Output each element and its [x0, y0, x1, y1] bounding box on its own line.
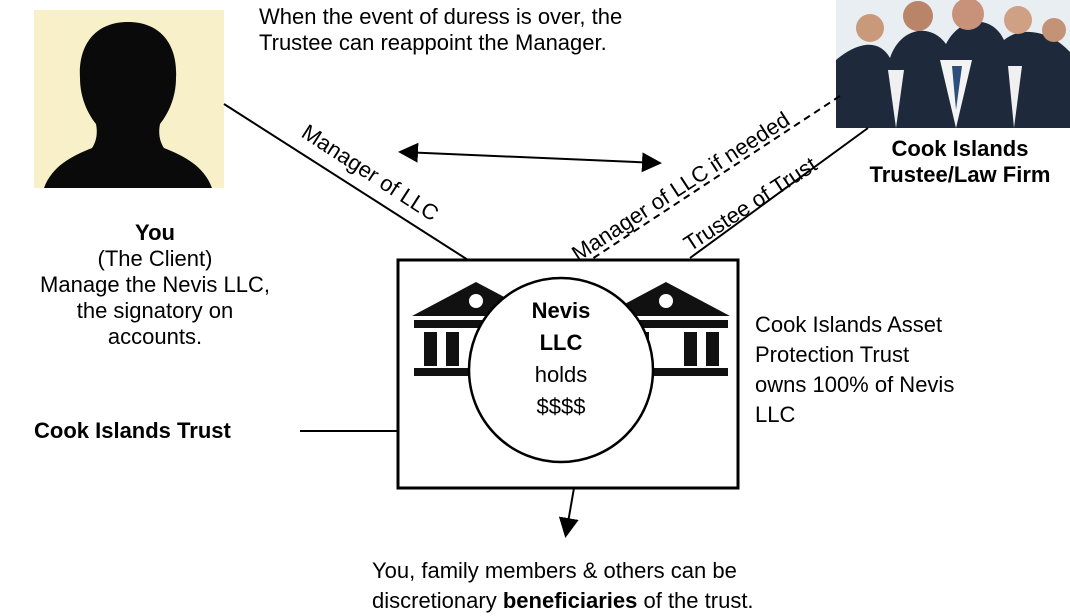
llc-verb: holds: [534, 362, 588, 387]
trustee-label: Cook Islands Trustee/Law Firm: [850, 136, 1070, 188]
llc-name-line2: LLC: [539, 330, 583, 355]
manager-if-needed-dashed-line: [559, 95, 841, 281]
llc-text: Nevis LLC holds $$$$: [501, 298, 621, 420]
client-desc-line1: Manage the Nevis LLC,: [40, 272, 270, 297]
trust-description: Cook Islands Asset Protection Trust owns…: [755, 310, 1055, 430]
edge-label-manager-llc: Manager of LLC: [297, 119, 443, 226]
llc-circle: [467, 276, 655, 464]
beneficiaries-line2: discretionary beneficiaries of the trust…: [372, 586, 972, 616]
trust-desc-line3: owns 100% of Nevis: [755, 372, 955, 397]
beneficiaries-line1: You, family members & others can be: [372, 558, 737, 583]
client-name: You: [135, 220, 175, 245]
top-note-line1: When the event of duress is over, the: [259, 4, 623, 29]
llc-name-line1: Nevis: [531, 298, 591, 323]
client-desc-line2: the signatory on: [76, 298, 234, 323]
top-note: When the event of duress is over, the Tr…: [259, 4, 819, 56]
client-desc-line3: accounts.: [107, 324, 203, 349]
client-description: You (The Client) Manage the Nevis LLC, t…: [0, 220, 310, 350]
client-role: (The Client): [97, 246, 213, 271]
trust-desc-line4: LLC: [755, 402, 796, 427]
trustee-line1: Cook Islands: [891, 136, 1029, 161]
trustee-line2: Trustee/Law Firm: [869, 162, 1051, 187]
trustee-connector-line: [689, 127, 869, 259]
beneficiaries-keyword: beneficiaries: [502, 588, 638, 613]
llc-amount: $$$$: [536, 394, 586, 419]
beneficiaries-note: You, family members & others can be disc…: [372, 556, 972, 616]
trust-desc-line1: Cook Islands Asset: [755, 312, 943, 337]
business-team-photo: [836, 0, 1070, 128]
trust-label: Cook Islands Trust: [34, 418, 231, 443]
down-arrow-icon: [558, 487, 579, 538]
beneficiaries-line2-start: discretionary: [372, 588, 497, 613]
top-note-line2: Trustee can reappoint the Manager.: [259, 30, 607, 55]
person-silhouette-icon: [34, 10, 224, 188]
double-arrow-icon: [398, 142, 662, 173]
trust-desc-line2: Protection Trust: [755, 342, 910, 367]
beneficiaries-line2-end: of the trust.: [643, 588, 754, 613]
